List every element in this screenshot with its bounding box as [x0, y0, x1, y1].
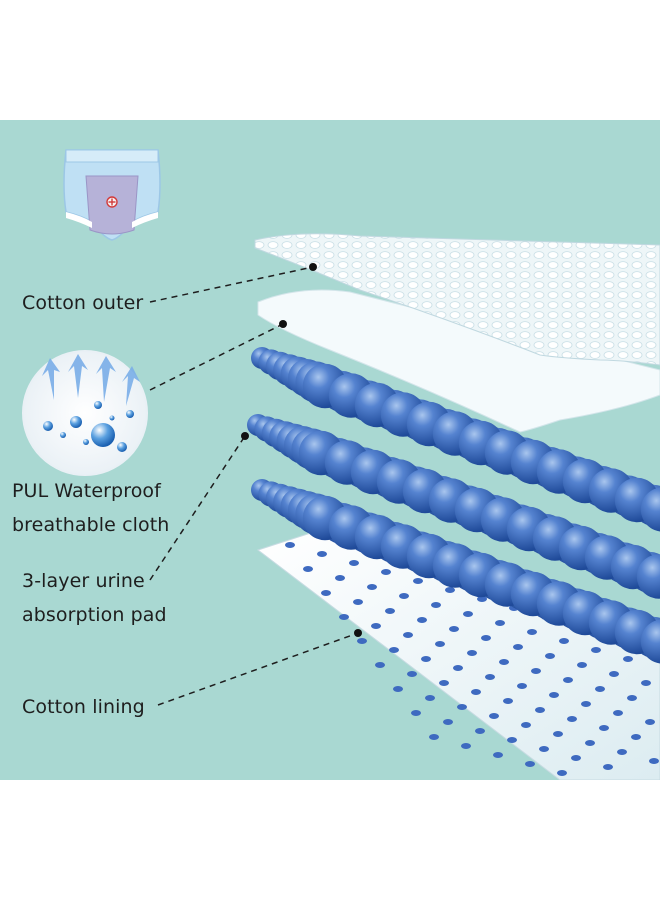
leader-lines [149, 266, 359, 706]
pul-waterproof-label: PUL Waterproof breathable cloth [12, 474, 169, 542]
cotton-outer-text: Cotton outer [22, 292, 144, 314]
pul-waterproof-layer [257, 289, 660, 433]
cotton-lining-label: Cotton lining [22, 690, 145, 724]
cotton-outer-label: Cotton outer [22, 286, 143, 320]
pad-line-1: 3-layer urine [22, 570, 145, 592]
pad-line-2: absorption pad [22, 604, 167, 626]
cotton-lining-text: Cotton lining [22, 696, 145, 718]
cotton-outer-layer [254, 233, 660, 366]
diaper-layers-illustration [22, 149, 660, 780]
leader-dots [241, 263, 362, 637]
pul-line-1: PUL Waterproof [12, 480, 161, 502]
product-infographic: Cotton outer PUL Waterproof breathable c… [0, 120, 660, 780]
absorption-pad-layers [247, 347, 660, 664]
water-droplets-icon [22, 350, 148, 476]
training-pants-icon [63, 149, 161, 241]
cotton-lining-layer [256, 529, 660, 780]
absorption-pad-label: 3-layer urine absorption pad [22, 564, 167, 632]
pul-line-2: breathable cloth [12, 514, 170, 536]
